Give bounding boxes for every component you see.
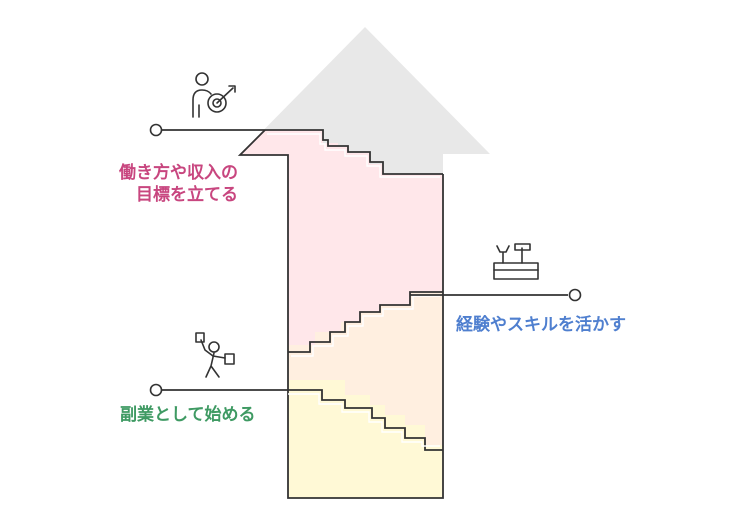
- label-skills: 経験やスキルを活かす: [456, 314, 626, 336]
- leader-goals-dot: [149, 123, 163, 137]
- label-goals: 働き方や収入の 目標を立てる: [98, 162, 238, 206]
- stairs-top-shadow: [267, 133, 440, 178]
- label-goals-line2: 目標を立てる: [136, 185, 238, 205]
- label-goals-line1: 働き方や収入の: [119, 163, 238, 183]
- leader-skills-dot: [568, 288, 582, 302]
- leader-side-dot: [149, 383, 163, 397]
- label-side: 副業として始める: [120, 404, 256, 426]
- person-target-icon: [192, 72, 236, 118]
- staircase-outline: [237, 129, 444, 499]
- stairs-bottom: [288, 389, 443, 451]
- stairs-top: [265, 129, 443, 175]
- label-skills-text: 経験やスキルを活かす: [456, 315, 626, 335]
- stairs-middle: [288, 291, 443, 353]
- band-skills: [288, 292, 443, 445]
- band-side: [288, 380, 443, 498]
- stairs-middle-shadow: [291, 295, 440, 357]
- stairs-bottom-shadow: [288, 393, 440, 447]
- person-bag-icon: [195, 332, 235, 378]
- toolbox-icon: [493, 243, 539, 280]
- label-side-text: 副業として始める: [120, 405, 256, 425]
- band-goals: [240, 130, 443, 345]
